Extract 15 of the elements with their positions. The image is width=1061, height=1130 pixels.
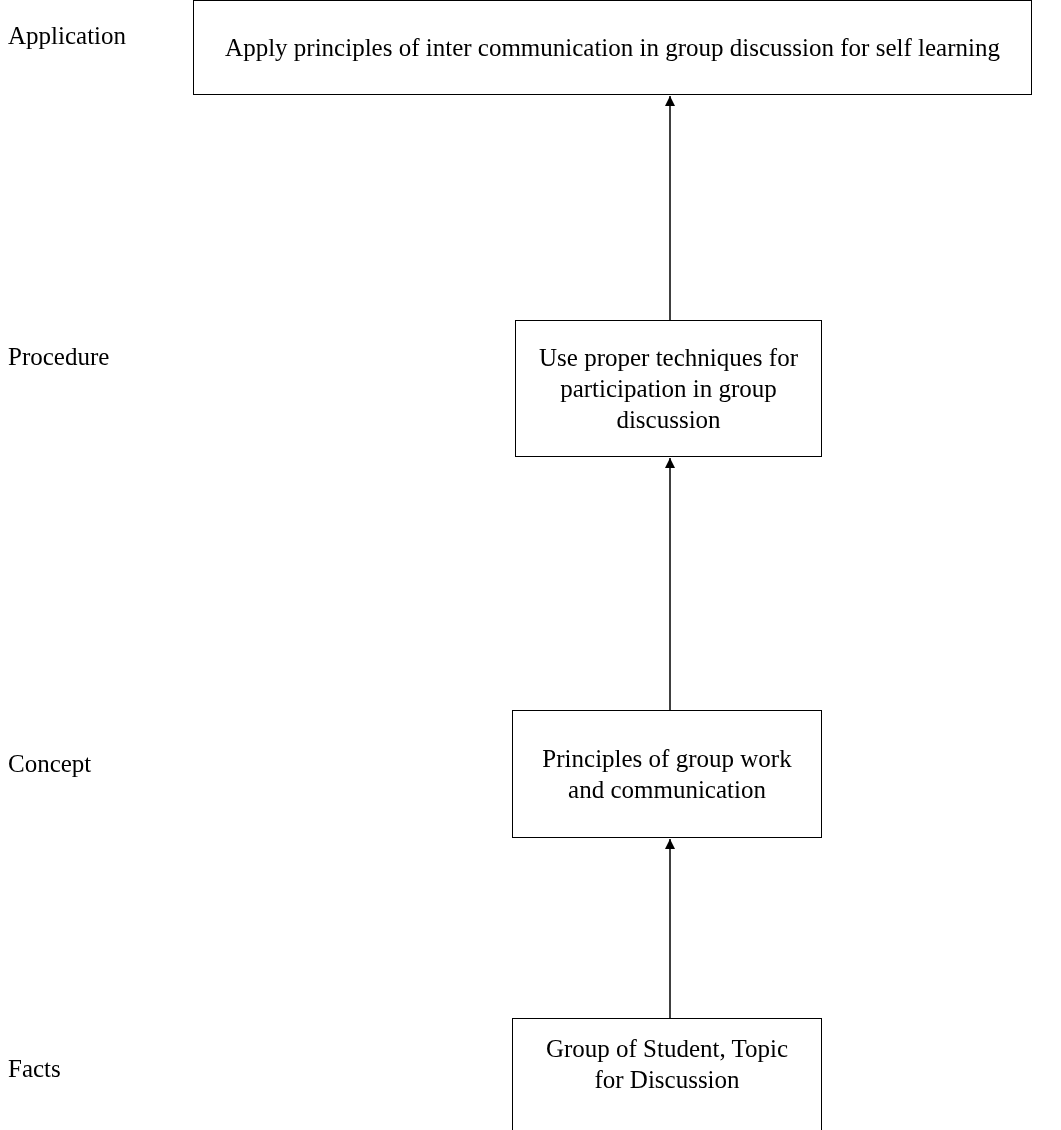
box-text: Principles of group work and communication xyxy=(541,744,793,805)
arrow xyxy=(665,95,675,321)
process-box xyxy=(512,1018,822,1130)
arrow xyxy=(665,457,675,711)
process-box xyxy=(193,0,1032,95)
process-box xyxy=(512,710,822,838)
box-text: Group of Student, Topic for Discussion xyxy=(544,1034,790,1095)
level-label: Procedure xyxy=(8,343,110,371)
level-label: Concept xyxy=(8,750,92,778)
level-label: Facts xyxy=(8,1055,61,1083)
process-box xyxy=(515,320,822,457)
level-label: Application xyxy=(8,22,127,50)
box-text: Use proper techniques for participation in group discussion xyxy=(538,343,799,435)
box-text: Apply principles of inter communication in group discussion for self learning xyxy=(225,33,1000,63)
arrow xyxy=(665,838,675,1019)
